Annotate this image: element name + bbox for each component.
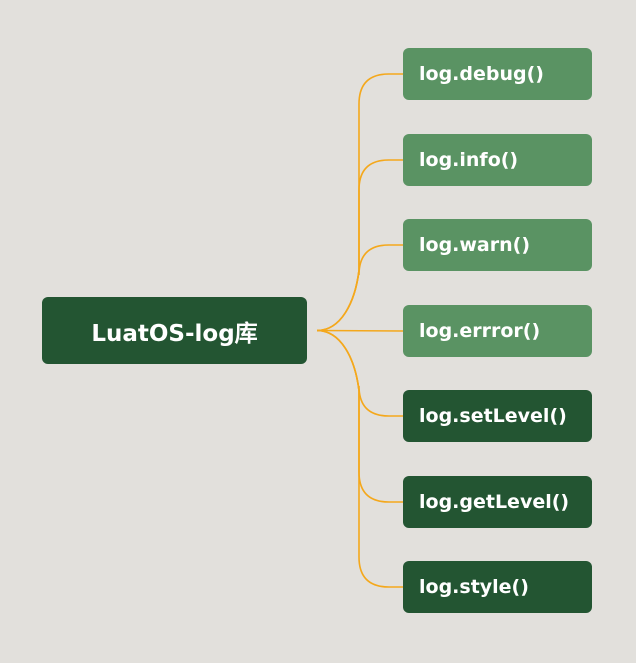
child-node-label: log.getLevel() (419, 491, 570, 513)
child-node-label: log.errror() (419, 320, 541, 342)
child-node-label: log.setLevel() (419, 405, 567, 427)
root-node-label: LuatOS-log库 (91, 320, 258, 347)
child-node-label: log.style() (419, 576, 529, 598)
connector-line-3 (316, 329, 404, 332)
child-node-log-info: log.info() (403, 134, 592, 186)
connector-line-6 (316, 329, 403, 588)
root-node-luatos-log: LuatOS-log库 (42, 297, 307, 364)
connector-line-2 (316, 244, 403, 332)
child-node-log-setlevel: log.setLevel() (403, 390, 592, 442)
connector-line-4 (316, 329, 403, 417)
child-node-log-errror: log.errror() (403, 305, 592, 357)
child-node-log-debug: log.debug() (403, 48, 592, 100)
connector-line-0 (316, 73, 403, 332)
child-node-log-warn: log.warn() (403, 219, 592, 271)
child-node-log-getlevel: log.getLevel() (403, 476, 592, 528)
child-node-label: log.info() (419, 149, 519, 171)
child-node-label: log.debug() (419, 63, 544, 85)
child-node-label: log.warn() (419, 234, 531, 256)
child-node-log-style: log.style() (403, 561, 592, 613)
